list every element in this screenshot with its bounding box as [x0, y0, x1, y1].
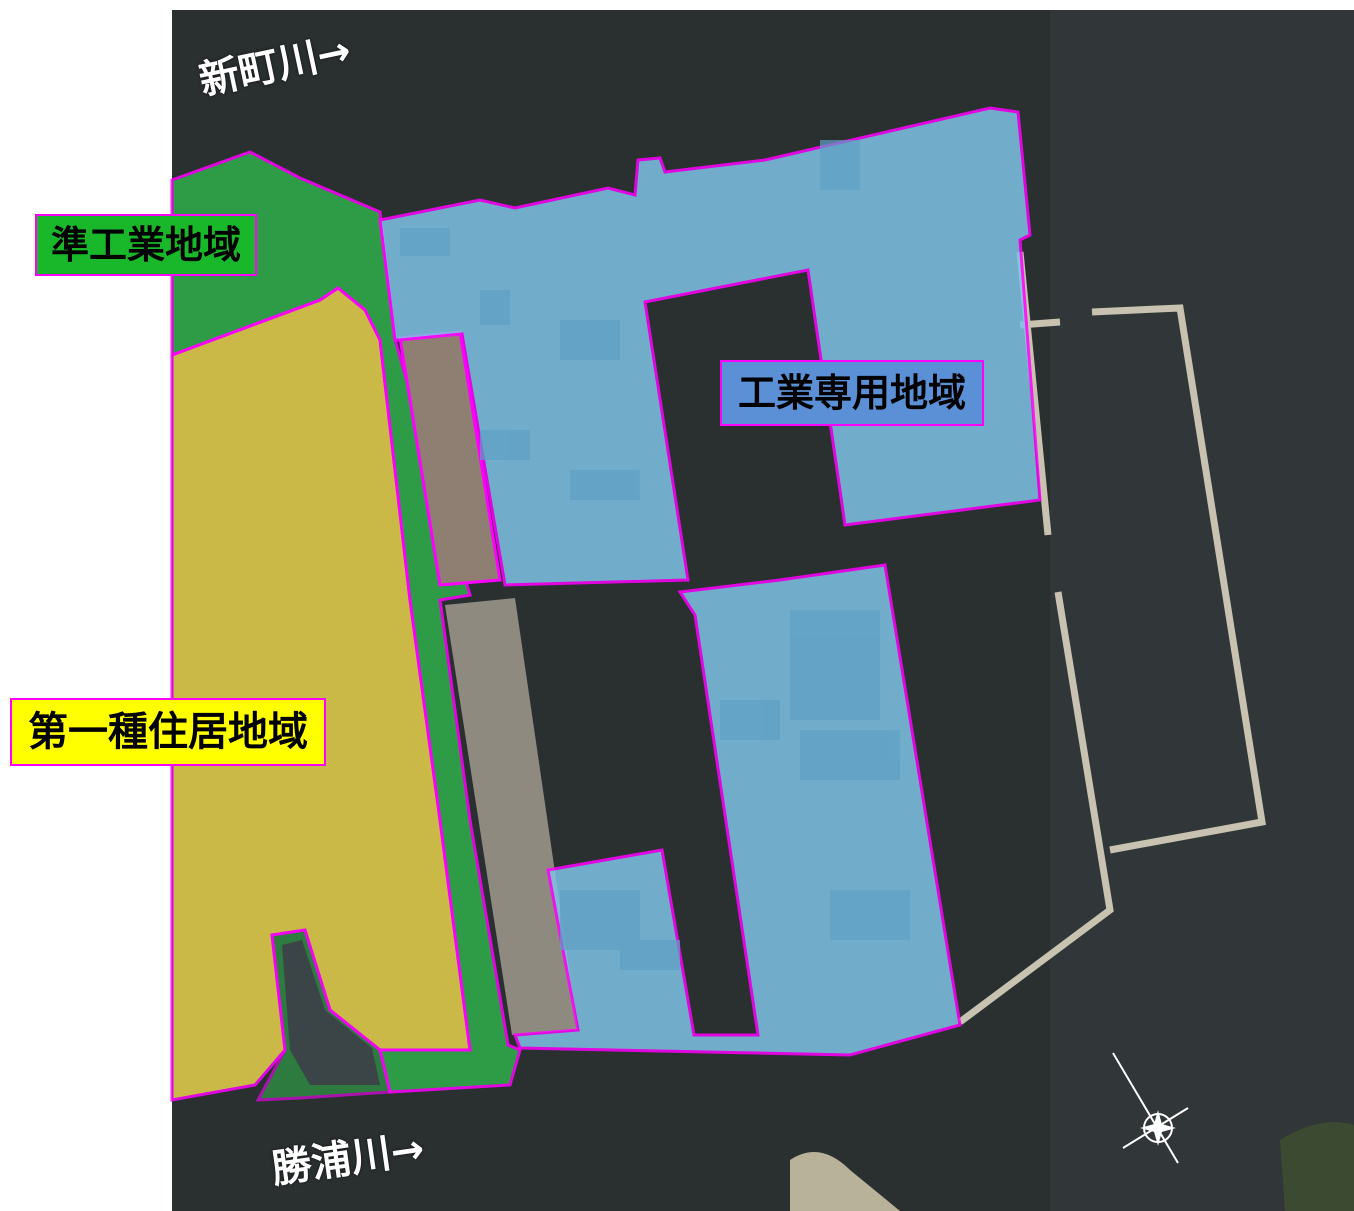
zone-label-quasi-industrial: 準工業地域: [35, 214, 258, 276]
inner-breakwater: [957, 591, 1114, 1025]
vacant-lot-south: [445, 598, 578, 1035]
marina: [282, 940, 380, 1085]
zone-label-industrial-exclusive: 工業専用地域: [720, 360, 985, 426]
sandbar: [790, 1152, 900, 1211]
compass-rose-icon: [1112, 1052, 1189, 1164]
wooded-islet: [1280, 1122, 1354, 1211]
buildings: [400, 140, 910, 970]
left-margin: [0, 0, 172, 1211]
outer-breakwater: [1091, 304, 1266, 854]
water-sheen: [1050, 10, 1354, 1211]
zone-label-residential-1: 第一種住居地域: [10, 698, 326, 766]
zone-industrial-exclusive-north: [378, 106, 1042, 587]
